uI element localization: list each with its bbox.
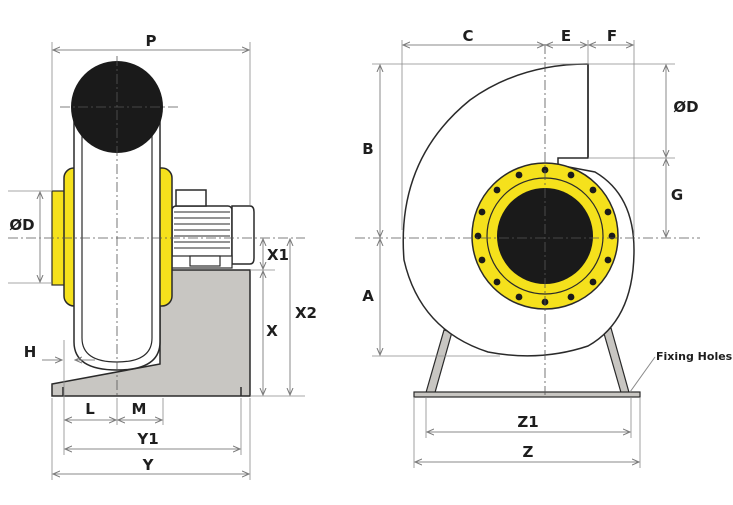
label-h: H: [24, 343, 37, 361]
label-c: C: [462, 27, 473, 45]
dim-l-m: L M: [63, 398, 164, 425]
dim-p: P: [51, 32, 251, 205]
dim-d-side: ØD: [8, 190, 52, 284]
label-z1: Z1: [517, 413, 538, 431]
label-p: P: [146, 32, 157, 50]
label-y1: Y1: [136, 430, 158, 448]
label-x: X: [266, 322, 278, 340]
label-fixing-holes: Fixing Holes: [656, 350, 733, 363]
dim-y1: Y1: [63, 398, 242, 455]
label-x1: X1: [267, 246, 289, 264]
label-y: Y: [142, 456, 155, 474]
front-inlet-opening: [497, 188, 593, 284]
label-d-side: ØD: [9, 216, 34, 234]
label-m: M: [132, 400, 147, 418]
dim-y: Y: [51, 398, 251, 480]
label-z: Z: [523, 443, 534, 461]
dim-h: H: [24, 340, 95, 398]
side-view: P ØD H L M: [8, 32, 317, 480]
dim-x-group: X1 X X2: [250, 239, 317, 397]
dim-c-e-f: C E F: [401, 27, 635, 236]
label-f: F: [607, 27, 617, 45]
front-view: C E F ØD G B A Fixing Holes: [355, 27, 733, 468]
fixing-holes-callout: Fixing Holes: [629, 350, 733, 393]
dim-b-a: B A: [362, 63, 588, 357]
dim-d-g: ØD G: [588, 63, 699, 237]
front-legs: [413, 327, 641, 398]
label-e: E: [561, 27, 571, 45]
label-a: A: [362, 287, 374, 305]
label-g: G: [671, 186, 683, 204]
dim-z1: Z1: [425, 398, 632, 438]
label-x2: X2: [295, 304, 317, 322]
dim-z: Z: [413, 398, 641, 468]
label-d-front: ØD: [673, 98, 698, 116]
label-l: L: [85, 400, 95, 418]
side-motor: [171, 189, 255, 269]
label-b: B: [362, 140, 373, 158]
